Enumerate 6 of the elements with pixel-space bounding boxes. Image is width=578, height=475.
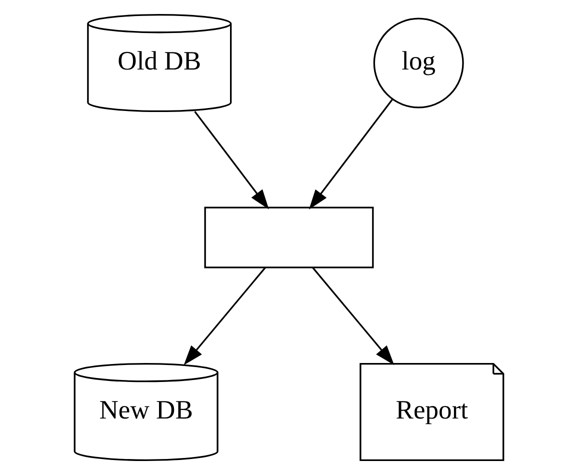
node-box	[204, 206, 374, 268]
arrow	[312, 266, 394, 366]
node-circle: log	[373, 18, 464, 108]
arrow	[184, 266, 266, 366]
arrow	[194, 110, 269, 210]
arrow	[308, 98, 394, 210]
